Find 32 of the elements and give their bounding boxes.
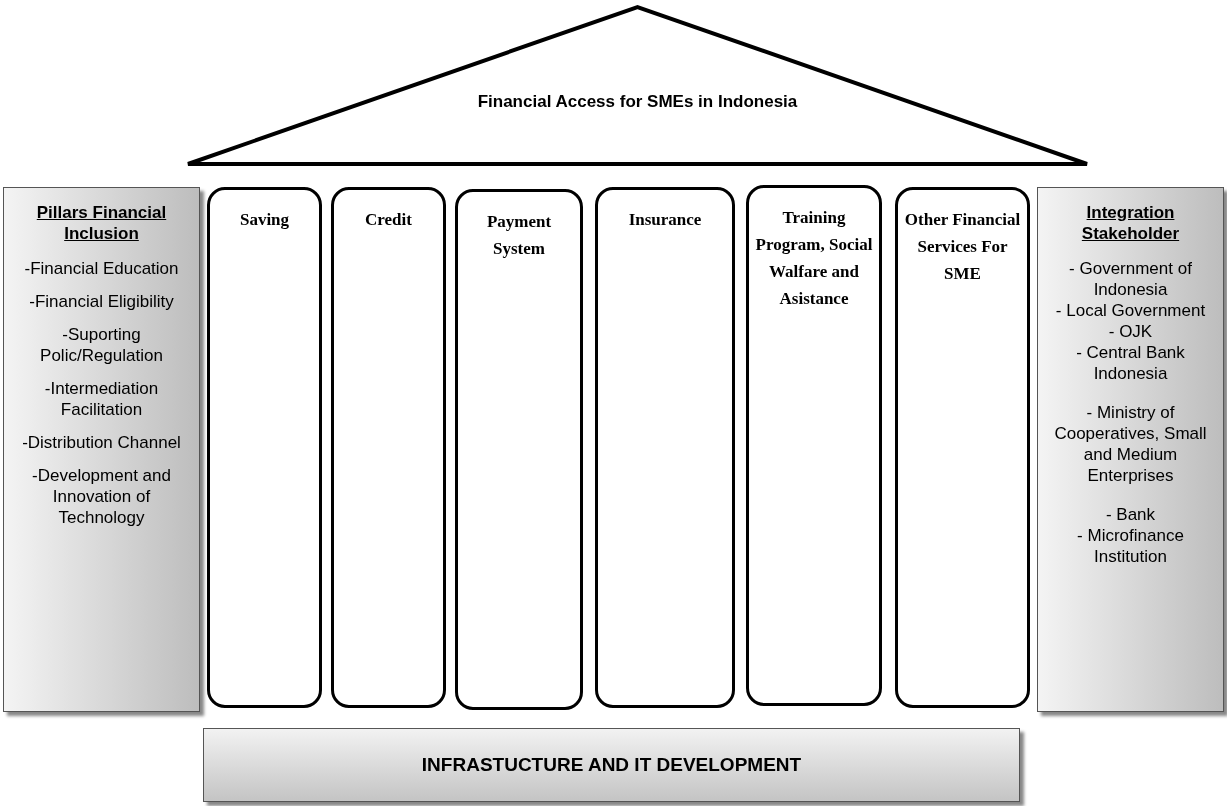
list-item: -Development and Innovation of Technology xyxy=(31,465,172,528)
list-item: - Local Government xyxy=(1054,300,1207,321)
list-item: -Intermediation Facilitation xyxy=(43,378,160,420)
foundation-bar xyxy=(203,728,1020,802)
pillar-label: Saving xyxy=(238,209,291,231)
list-item: - Central Bank Indonesia xyxy=(1075,342,1186,384)
pillar-box xyxy=(595,187,735,708)
side-panel xyxy=(1037,187,1224,712)
list-item: - Ministry of Cooperatives, Small and Medium Enterprises xyxy=(1053,402,1208,486)
roof-title: Financial Access for SMEs in Indonesia xyxy=(476,92,799,112)
pillar-label: Credit xyxy=(364,209,413,231)
list-item: - Bank xyxy=(1104,504,1157,525)
pillar-box xyxy=(895,187,1030,708)
pillar-box xyxy=(746,185,882,706)
pillar-box xyxy=(207,187,322,708)
list-item: -Suporting Polic/Regulation xyxy=(39,324,164,366)
foundation-label: INFRASTUCTURE AND IT DEVELOPMENT xyxy=(421,754,802,776)
side-panel xyxy=(3,187,200,712)
panel-heading: Integration Stakeholder xyxy=(1080,202,1181,244)
pillar-label: Training Program, Social Walfare and Asistance xyxy=(754,207,874,310)
list-item: - Government of Indonesia xyxy=(1068,258,1193,300)
pillar-box xyxy=(455,189,583,710)
list-item: -Distribution Channel xyxy=(21,432,182,453)
list-item: -Financial Eligibility xyxy=(28,291,175,312)
list-item: - OJK xyxy=(1107,321,1154,342)
pillar-label: Other Financial Services For SME xyxy=(903,209,1022,285)
list-item: - Microfinance Institution xyxy=(1076,525,1185,567)
pillar-label: Payment System xyxy=(485,211,553,260)
panel-heading: Pillars Financial Inclusion xyxy=(35,202,168,244)
list-item: -Financial Education xyxy=(23,258,180,279)
pillar-label: Insurance xyxy=(627,209,703,231)
pillar-box xyxy=(331,187,446,708)
